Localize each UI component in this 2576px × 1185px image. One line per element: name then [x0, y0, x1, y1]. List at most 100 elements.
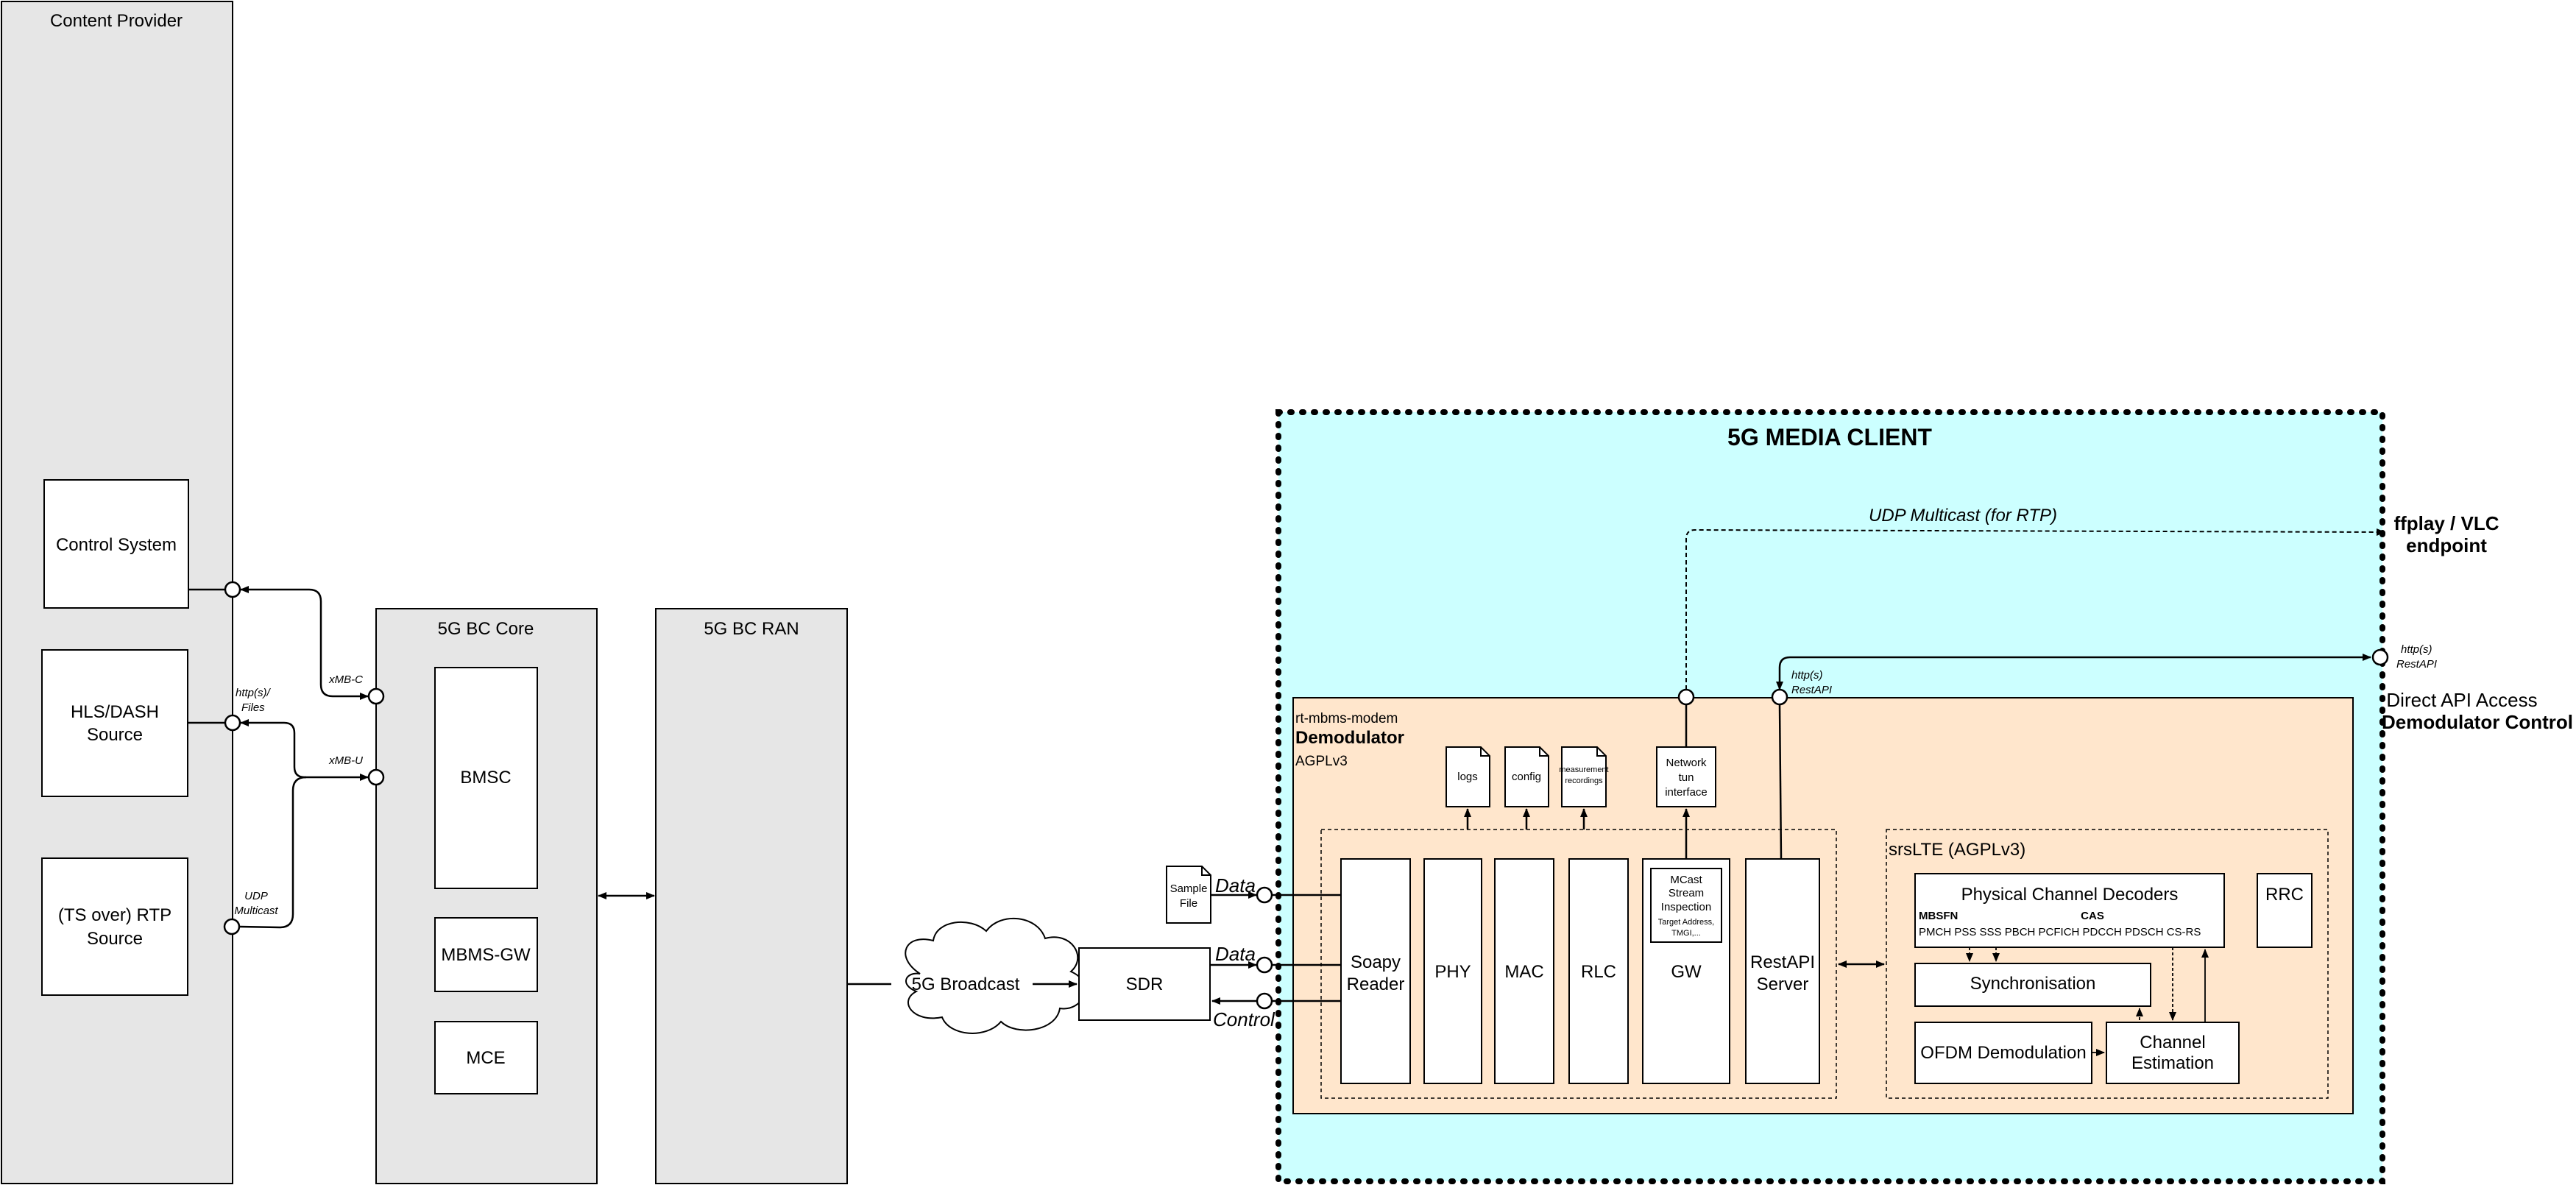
gw-label: GW	[1671, 962, 1702, 982]
phy-box[interactable]	[1423, 858, 1482, 1084]
data-label-2: Data	[1215, 943, 1256, 965]
sdr-box[interactable]	[1078, 947, 1211, 1021]
mac-box[interactable]	[1494, 858, 1554, 1084]
config-doc-label: config	[1512, 771, 1541, 783]
demodulator-control-label: Demodulator Control	[2382, 711, 2573, 733]
bmsc-box[interactable]	[434, 667, 538, 889]
ofdm-demodulation-label: OFDM Demodulation	[1920, 1043, 2086, 1063]
multicast-port[interactable]	[1677, 688, 1695, 706]
sample-data-port[interactable]	[1256, 886, 1273, 904]
rlc-label: RLC	[1581, 962, 1616, 982]
sample-file-label-1: Sample	[1170, 882, 1208, 895]
demodulator: rt-mbms-modem Demodulator AGPLv3 logs co…	[1292, 669, 2354, 1114]
cas-label: CAS	[2081, 910, 2104, 922]
xmb-u-port[interactable]	[367, 768, 385, 786]
sdr-data-port[interactable]	[1256, 956, 1273, 974]
files-port[interactable]	[224, 714, 241, 732]
channel-estimation-box[interactable]	[2106, 1022, 2240, 1084]
http-files-label-2: Files	[241, 701, 265, 714]
bc-ran-panel	[655, 608, 848, 1184]
rlc-box[interactable]	[1568, 858, 1629, 1084]
bc-ran: 5G BC RAN	[655, 608, 848, 1184]
http-restapi-label-2: RestAPI	[2396, 658, 2437, 671]
restapi-external-link	[1776, 654, 2371, 690]
ofdm-demodulation-box[interactable]	[1914, 1022, 2092, 1084]
restapi-server-label-2: Server	[1757, 974, 1809, 994]
soapy-reader-box[interactable]	[1340, 858, 1411, 1084]
mbms-gw-box[interactable]	[434, 917, 538, 992]
channel-estimation-label-2: Estimation	[2131, 1053, 2214, 1073]
external-api-port[interactable]	[2371, 648, 2389, 666]
hls-dash-source-box[interactable]	[41, 649, 188, 797]
rrc-box[interactable]	[2257, 873, 2313, 948]
config-doc[interactable]: config	[1504, 746, 1549, 807]
control-label: Control	[1213, 1008, 1275, 1030]
config-doc-icon[interactable]	[1504, 746, 1549, 807]
bmsc-label: BMSC	[460, 768, 511, 788]
restapi-server-box[interactable]	[1745, 858, 1820, 1084]
phy-label: PHY	[1434, 962, 1471, 982]
xmb-c-label: xMB-C	[328, 673, 363, 686]
logs-doc-icon[interactable]	[1446, 746, 1490, 807]
udp-multicast-label-2: Multicast	[234, 905, 278, 917]
srslte-group	[1886, 829, 2329, 1099]
input-connections: Data Data Control	[1210, 874, 1341, 1030]
control-system-label: Control System	[56, 535, 177, 555]
api-inner-label-1: http(s)	[1791, 669, 1823, 682]
synchronisation-label: Synchronisation	[1970, 974, 2096, 994]
mcast-label-3: Inspection	[1661, 901, 1711, 913]
mac-label: MAC	[1504, 962, 1543, 982]
udp-multicast-rtp-label: UDP Multicast (for RTP)	[1869, 506, 2057, 526]
rrc-label: RRC	[2265, 885, 2304, 905]
sample-file-icon[interactable]	[1166, 866, 1211, 924]
synchronisation-box[interactable]	[1914, 963, 2151, 1007]
hls-dash-source-label-1: HLS/DASH	[71, 702, 159, 722]
rtp-source-box[interactable]	[41, 857, 188, 996]
control-system-box[interactable]	[43, 479, 189, 609]
hls-dash-source-label-2: Source	[87, 725, 143, 745]
restapi-port[interactable]	[1771, 688, 1788, 706]
logs-doc[interactable]: logs	[1446, 746, 1490, 807]
udp-port[interactable]	[223, 918, 241, 935]
srslte-title: srsLTE (AGPLv3)	[1889, 840, 2025, 860]
broadcast-cloud: 5G Broadcast	[905, 917, 1086, 1034]
bc-core: 5G BC Core BMSC MBMS-GW MCE	[367, 608, 598, 1184]
http-restapi-label-1: http(s)	[2401, 643, 2432, 656]
content-provider: Content Provider Control System HLS/DASH…	[1, 1, 233, 1184]
content-provider-title: Content Provider	[50, 11, 183, 31]
soapy-reader-label-1: Soapy	[1351, 952, 1401, 972]
sample-file[interactable]: Sample File	[1166, 866, 1211, 924]
control-port-sdr[interactable]	[1256, 992, 1273, 1010]
modem-stack-group	[1320, 829, 1837, 1099]
bc-ran-title: 5G BC RAN	[704, 619, 799, 639]
soapy-reader-label-2: Reader	[1347, 974, 1405, 994]
network-tun-label-1: Network	[1666, 757, 1707, 769]
measurement-doc-icon[interactable]	[1561, 746, 1607, 807]
media-client-title: 5G MEDIA CLIENT	[1727, 424, 1932, 450]
udp-multicast-rtp-link	[1685, 528, 2385, 690]
direct-api-label: Direct API Access	[2386, 689, 2537, 711]
mcast-label-1: MCast	[1670, 874, 1702, 886]
sdr-label: SDR	[1126, 974, 1164, 994]
channel-decoders-box[interactable]	[1914, 873, 2225, 948]
control-port[interactable]	[224, 581, 241, 598]
network-tun-label-2: tun	[1679, 771, 1694, 784]
restapi-server-label-1: RestAPI	[1750, 952, 1815, 972]
rtp-source-label-2: Source	[87, 929, 143, 949]
demodulator-license: AGPLv3	[1295, 754, 1348, 769]
mce-box[interactable]	[434, 1021, 538, 1094]
sample-file-label-2: File	[1180, 897, 1197, 910]
logs-doc-label: logs	[1457, 771, 1478, 783]
mcast-label-5: TMGI,...	[1671, 929, 1701, 938]
measurement-doc[interactable]: measurement recordings	[1559, 746, 1609, 807]
udp-multicast-link	[239, 776, 307, 929]
mcast-label-4: Target Address,	[1658, 918, 1714, 927]
mcast-inspection-box[interactable]	[1650, 868, 1722, 943]
xmb-c-port[interactable]	[367, 687, 385, 705]
mbsfn-label: MBSFN	[1919, 910, 1958, 922]
udp-multicast-label-1: UDP	[244, 890, 268, 902]
provider-connections: http(s)/ Files UDP Multicast xMB-C xMB-U	[188, 581, 369, 935]
rtp-source-label-1: (TS over) RTP	[58, 905, 171, 925]
api-inner-label-2: RestAPI	[1791, 684, 1832, 696]
